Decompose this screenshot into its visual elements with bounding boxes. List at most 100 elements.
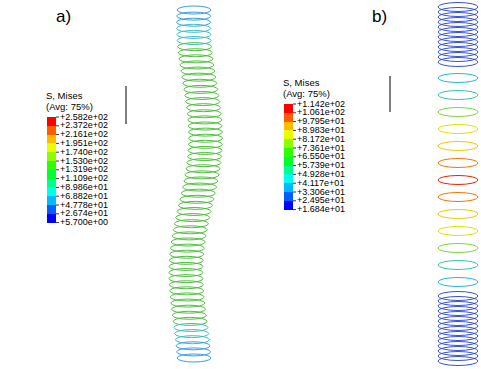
spring-coil: [438, 91, 478, 100]
spring-b: [438, 3, 478, 366]
legend-tick: [56, 213, 59, 214]
legend-title: S, Mises: [46, 91, 82, 101]
legend-tick: [293, 192, 296, 193]
legend-tick: [56, 169, 59, 170]
legend-value: +1.951e+02: [60, 139, 108, 148]
legend-value: +6.550e+01: [297, 152, 345, 161]
legend-tick: [293, 148, 296, 149]
spring-coil: [438, 142, 478, 151]
legend-swatch: [47, 161, 56, 170]
spring-coil: [438, 278, 478, 287]
legend-swatch: [47, 196, 56, 205]
legend-tick: [293, 139, 296, 140]
legend-tick: [293, 183, 296, 184]
panel-label: b): [372, 8, 387, 25]
spring-coil: [438, 125, 478, 134]
legend-swatch: [47, 179, 56, 188]
legend-swatch: [284, 139, 293, 148]
legend-tick: [56, 178, 59, 179]
legend-value: +1.109e+02: [60, 174, 108, 183]
spring-a: [169, 6, 223, 362]
spring-coil: [438, 261, 478, 270]
legend-value: +2.161e+02: [60, 130, 108, 139]
spring-coil: [438, 227, 478, 236]
legend-value: +1.684e+01: [297, 205, 345, 214]
spring-coil: [438, 74, 478, 83]
legend-swatch: [47, 170, 56, 179]
legend-swatch: [47, 143, 56, 152]
legend-value: +4.117e+01: [297, 179, 344, 188]
legend-title: S, Mises: [283, 78, 319, 88]
legend-value: +4.778e+01: [60, 201, 108, 210]
legend-frame: [390, 76, 391, 112]
legend-tick: [293, 200, 296, 201]
legend-value: +8.172e+01: [297, 135, 345, 144]
legend-swatch: [284, 148, 293, 157]
legend-swatch: [284, 130, 293, 139]
spring-coil: [438, 244, 478, 253]
legend-value: +1.740e+02: [60, 148, 108, 157]
legend-value: +7.361e+01: [297, 144, 345, 153]
legend-tick: [293, 121, 296, 122]
legend-value: +2.582e+02: [60, 113, 108, 122]
legend-swatch: [47, 117, 56, 126]
legend-swatch: [47, 135, 56, 144]
legend-tick: [56, 143, 59, 144]
spring-coil: [438, 210, 478, 219]
legend-swatch: [47, 214, 56, 223]
legend-subtitle: (Avg: 75%): [46, 102, 93, 112]
legend-value: +8.983e+01: [297, 126, 345, 135]
legend-swatch: [47, 126, 56, 135]
legend-tick: [56, 196, 59, 197]
legend-tick: [293, 165, 296, 166]
legend-frame: [126, 86, 127, 124]
legend-value: +1.319e+02: [60, 165, 108, 174]
legend-tick: [293, 156, 296, 157]
panel-label: a): [56, 8, 71, 25]
legend-swatch: [284, 113, 293, 122]
legend-swatch: [47, 187, 56, 196]
legend-value: +9.795e+01: [297, 117, 345, 126]
spring-coil: [438, 159, 478, 168]
legend-value: +2.674e+01: [60, 209, 108, 218]
legend-swatch: [284, 183, 293, 192]
legend-value: +5.739e+01: [297, 161, 345, 170]
spring-coil: [438, 108, 478, 117]
legend-tick: [293, 209, 296, 210]
legend-value: +6.882e+01: [60, 192, 108, 201]
legend-swatch: [284, 104, 293, 113]
spring-coil: [177, 354, 211, 362]
legend-tick: [293, 112, 296, 113]
legend-value: +5.700e+00: [60, 218, 108, 227]
legend-value: +1.061e+02: [297, 108, 345, 117]
legend-swatch: [284, 157, 293, 166]
spring-coil: [438, 357, 478, 366]
legend-swatch: [284, 174, 293, 183]
legend-tick: [293, 130, 296, 131]
legend-swatch: [284, 192, 293, 201]
legend-value: +2.495e+01: [297, 196, 345, 205]
legend-tick: [56, 125, 59, 126]
legend-tick: [293, 104, 296, 105]
legend-subtitle: (Avg: 75%): [283, 89, 330, 99]
legend-value: +8.986e+01: [60, 183, 108, 192]
legend-tick: [56, 134, 59, 135]
legend-tick: [56, 161, 59, 162]
legend-swatch: [284, 201, 293, 210]
legend-swatch: [284, 122, 293, 131]
legend-ticks: [56, 104, 296, 223]
legend-value: +1.530e+02: [60, 157, 108, 166]
legend-value: +1.142e+02: [297, 100, 345, 109]
spring-coil: [438, 58, 478, 67]
legend-tick: [56, 117, 59, 118]
legend-value: +3.306e+01: [297, 188, 345, 197]
legend-swatch: [47, 152, 56, 161]
legend-tick: [56, 152, 59, 153]
legend-value: +4.928e+01: [297, 170, 345, 179]
spring-coil: [438, 193, 478, 202]
legend-value: +2.372e+02: [60, 121, 108, 130]
legend-swatch: [284, 166, 293, 175]
spring-coil: [438, 176, 478, 185]
legend-tick: [56, 187, 59, 188]
